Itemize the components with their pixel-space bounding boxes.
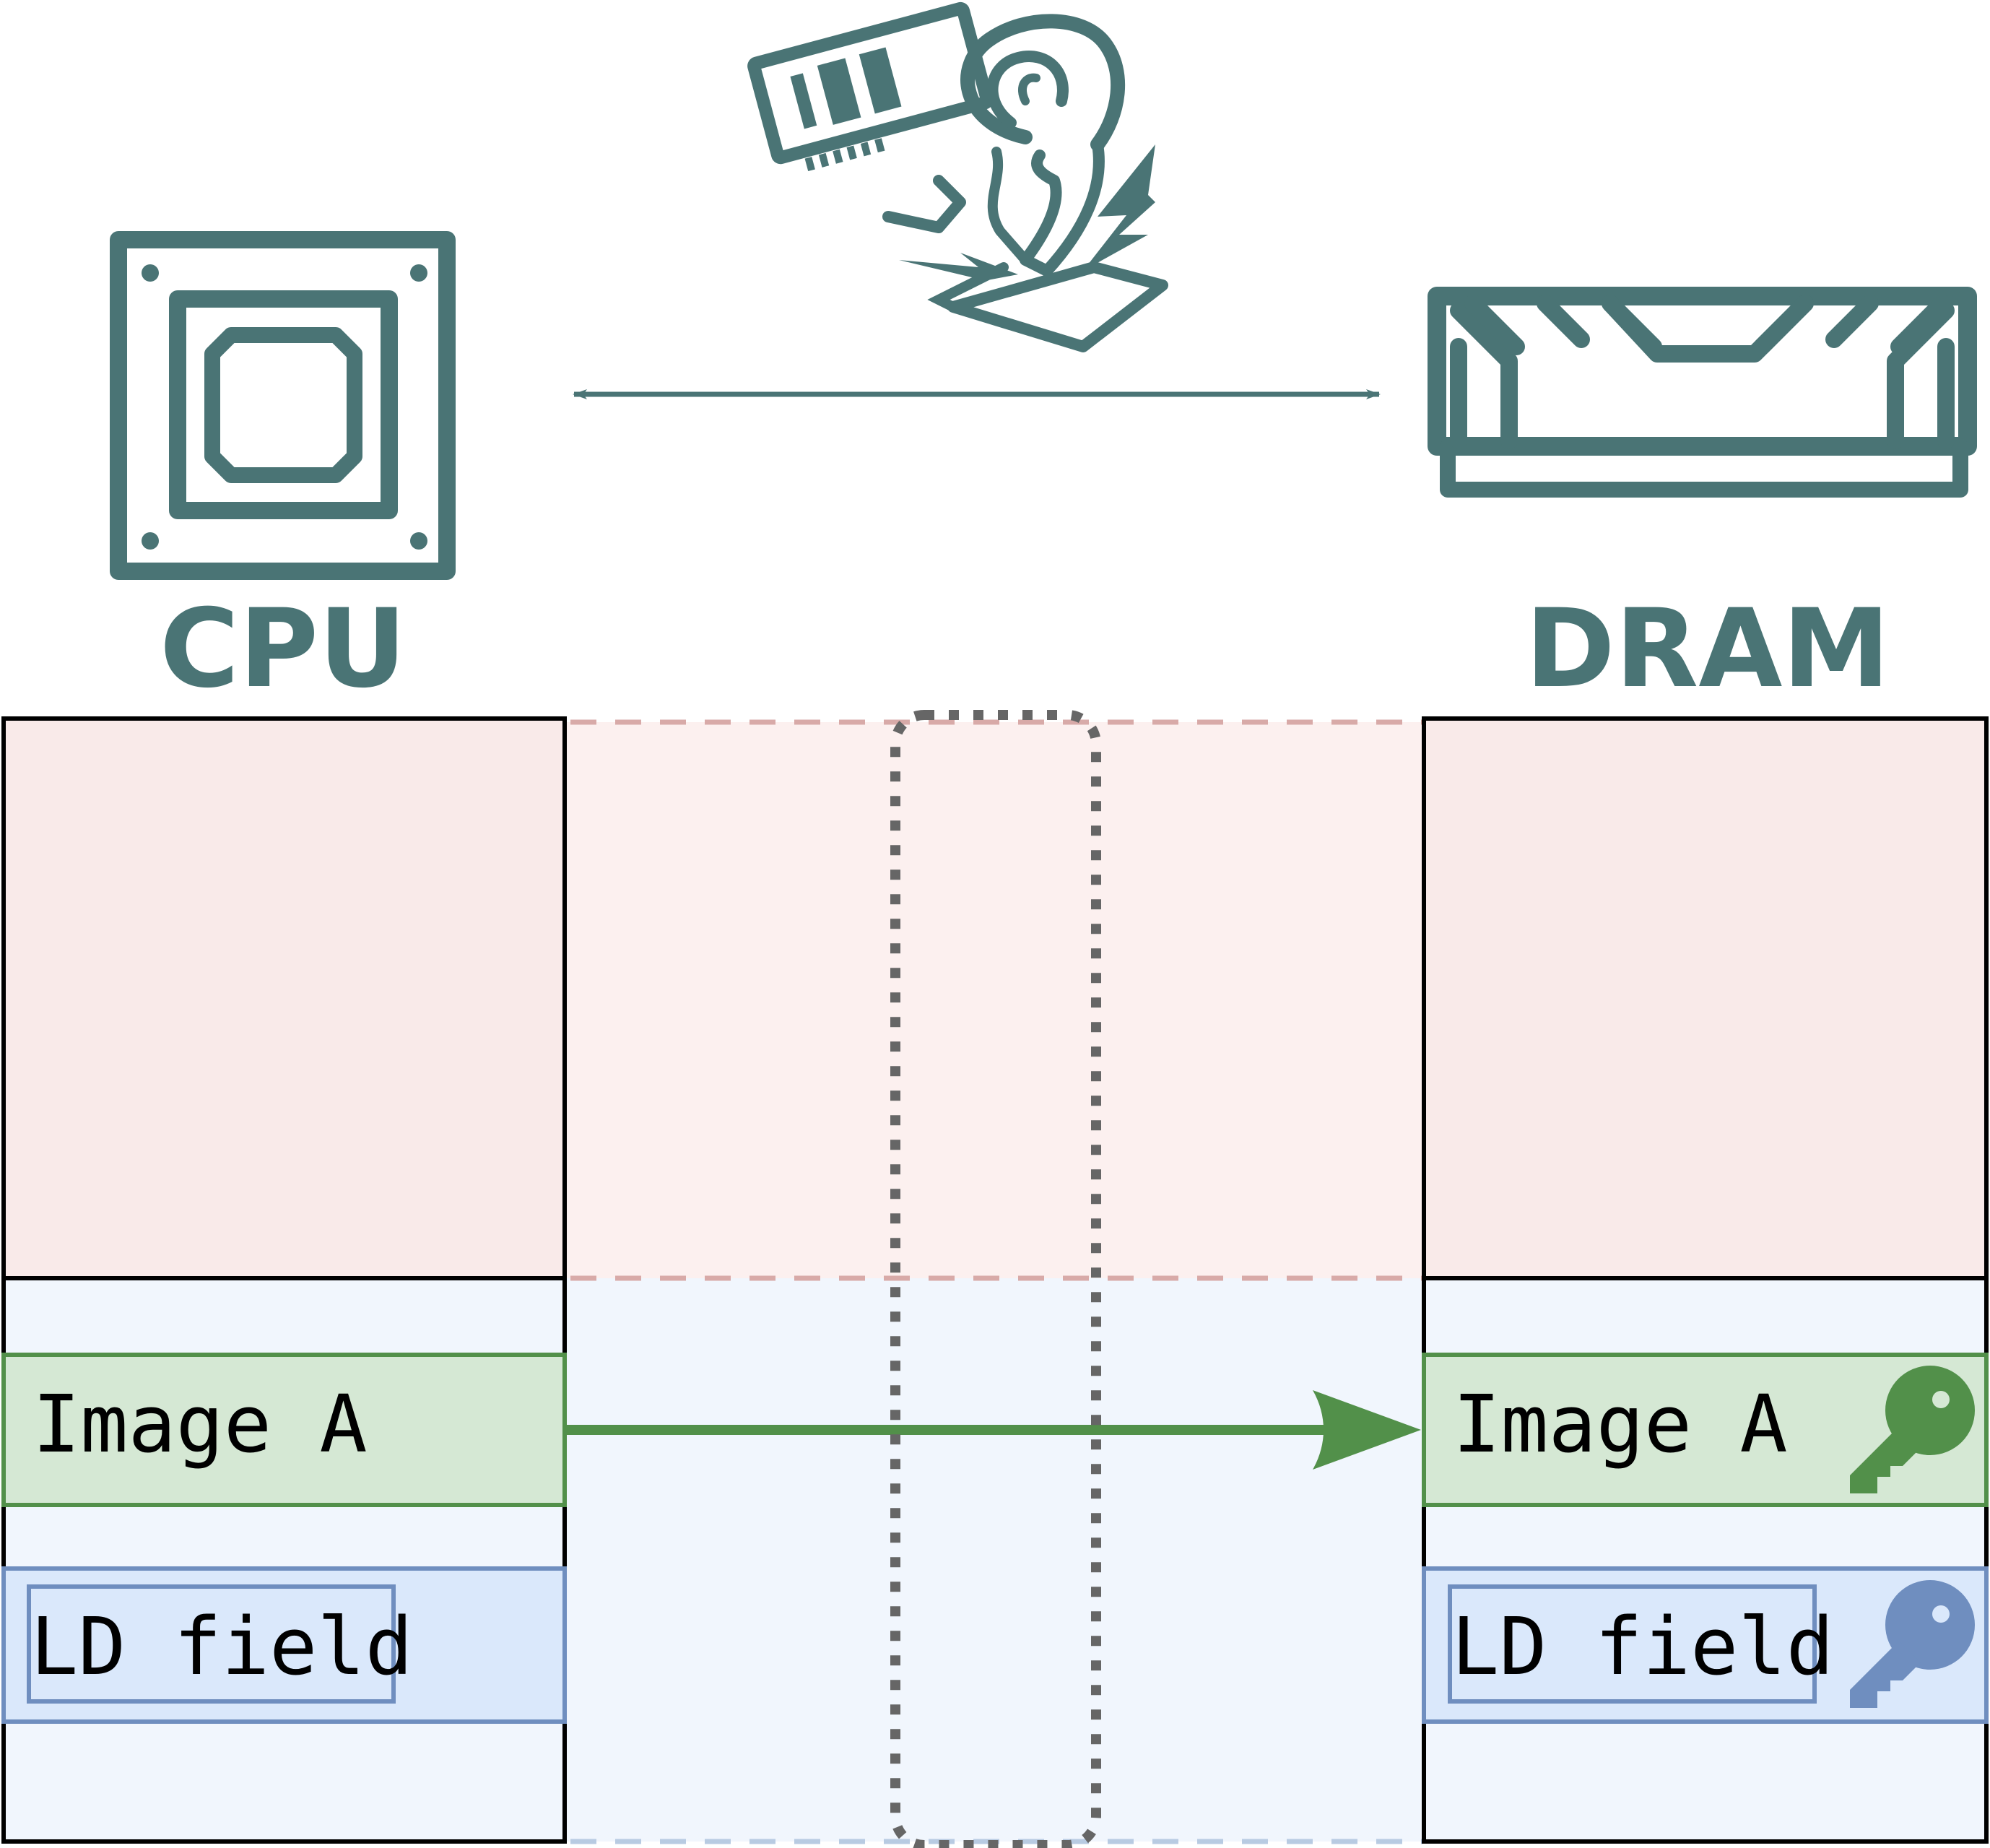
cpu-ld-label: LD field [30, 1600, 413, 1693]
dram-ld-label: LD field [1451, 1600, 1834, 1693]
cpu-image-label: Image A [32, 1378, 368, 1470]
middle-red-region [567, 722, 1422, 1278]
middle-blue-region [567, 1278, 1422, 1842]
image-transfer-arrow [567, 1390, 1421, 1470]
cpu-ld-box [1, 1566, 567, 1724]
cpu-label: CPU [160, 586, 407, 712]
rowhammer-ram-icon [747, 1, 1168, 352]
dram-image-label: Image A [1453, 1378, 1788, 1470]
key-icon [1850, 1366, 1975, 1493]
key-icon [1850, 1580, 1975, 1708]
cpu-red-region [1, 716, 567, 1280]
dram-red-region [1422, 716, 1989, 1280]
memory-module-icon [1428, 287, 1977, 498]
dram-label: DRAM [1525, 586, 1890, 712]
cpu-image-box [1, 1353, 567, 1507]
hammered-row-region [890, 710, 1101, 1848]
cpu-chip-icon [110, 231, 456, 580]
dram-ld-inner-box [1448, 1584, 1817, 1704]
cpu-ld-inner-box [27, 1584, 396, 1704]
